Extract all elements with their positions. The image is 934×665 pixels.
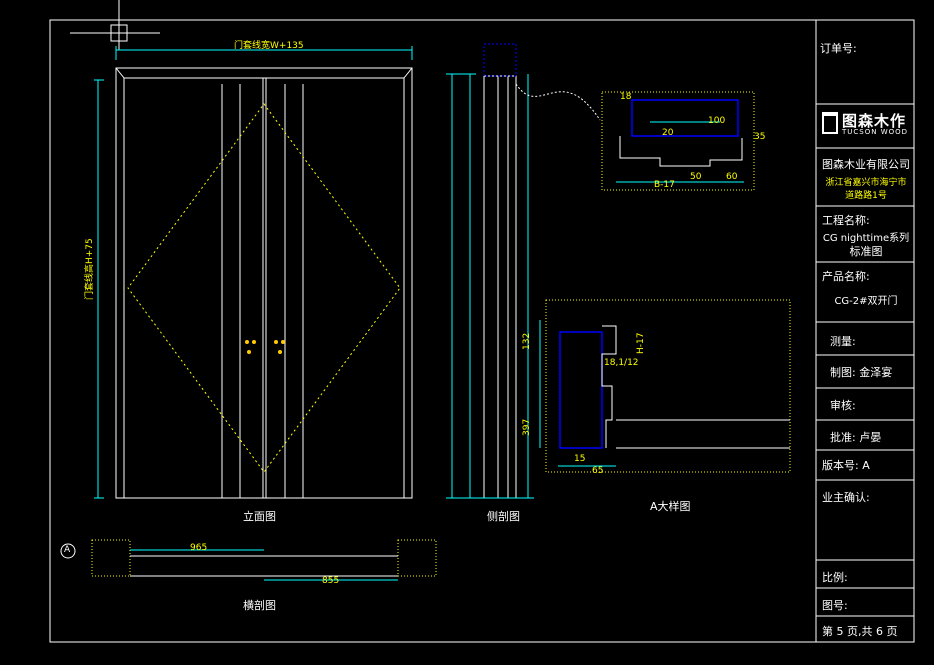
dim-855: 855	[322, 576, 340, 586]
a-detail	[539, 299, 791, 473]
company-logo: 图森木作 TUCSON WOOD	[822, 110, 910, 138]
address-line-2: 道路路1号	[845, 191, 887, 201]
logo-text-cn: 图森木作	[842, 112, 907, 130]
dim-100: 100	[708, 116, 726, 126]
drafter-field: 制图: 金泽宴	[830, 366, 893, 379]
dim-18: 18	[620, 92, 632, 102]
address-line-1: 浙江省嘉兴市海宁市	[825, 178, 907, 188]
order-number-label: 订单号:	[820, 42, 857, 55]
company-name: 图森木业有限公司	[822, 158, 910, 171]
section-callout-letter: A	[64, 545, 71, 555]
review-field: 审核:	[830, 399, 856, 412]
elevation-view	[115, 67, 413, 499]
side-section-title: 侧剖图	[487, 510, 520, 523]
project-value-2: 标准图	[849, 245, 883, 258]
elevation-title: 立面图	[243, 510, 276, 523]
logo-text-en: TUCSON WOOD	[842, 128, 909, 136]
dim-18-112: 18,1/12	[604, 358, 639, 368]
approve-field: 批准: 卢晏	[830, 431, 882, 444]
logo-mark-icon	[822, 112, 838, 134]
dim-50: 50	[690, 172, 702, 182]
page-indicator: 第 5 页,共 6 页	[822, 625, 898, 638]
side-section-dimensions	[446, 73, 534, 499]
handles	[245, 340, 285, 354]
detail-a-title: A大样图	[650, 500, 691, 513]
top-dimension-label: 门套线宽W+135	[234, 41, 304, 51]
dim-60: 60	[726, 172, 738, 182]
top-detail	[601, 91, 755, 191]
version-field: 版本号: A	[822, 459, 870, 472]
drawing-border	[49, 19, 915, 643]
project-label: 工程名称:	[822, 214, 870, 227]
project-value-1: CG nighttime系列	[822, 233, 910, 244]
section-callout-marker	[60, 543, 76, 559]
cross-section-title: 横剖图	[243, 599, 276, 612]
product-label: 产品名称:	[822, 270, 870, 283]
dim-15: 15	[574, 454, 586, 464]
dim-35: 35	[754, 132, 766, 142]
measure-field: 测量:	[830, 335, 856, 348]
dim-b17: B-17	[654, 180, 675, 190]
scale-field: 比例:	[822, 571, 848, 584]
owner-confirm-field: 业主确认:	[822, 491, 870, 504]
callout-leader	[515, 83, 601, 121]
cad-cursor	[70, 0, 160, 50]
cross-section-view	[60, 539, 437, 581]
dim-20: 20	[662, 128, 674, 138]
dim-65: 65	[592, 466, 604, 476]
drawing-number-field: 图号:	[822, 599, 848, 612]
dim-965: 965	[190, 543, 208, 553]
product-value: CG-2#双开门	[834, 296, 898, 307]
elevation-dimensions	[94, 46, 413, 499]
